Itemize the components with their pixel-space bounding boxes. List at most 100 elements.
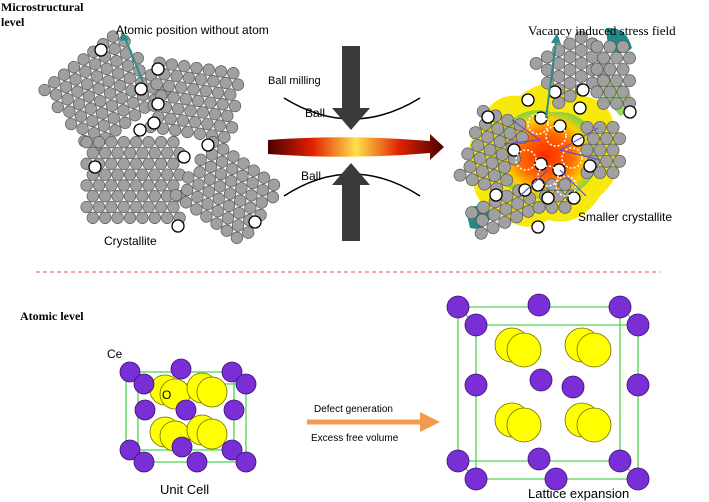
lattice-atom: [99, 211, 112, 224]
lattice-atom: [219, 76, 232, 90]
vacancy-site: [576, 83, 590, 97]
vacancy-site: [171, 219, 185, 233]
lattice-atom: [545, 178, 559, 192]
lattice-atom: [100, 62, 113, 75]
lattice-atom: [111, 211, 124, 224]
lattice-atom: [162, 79, 176, 93]
vacancy-site: [94, 43, 108, 57]
lattice-atom: [48, 76, 61, 89]
smaller-crystallite-label: Smaller crystallite: [578, 210, 672, 224]
lattice-atom: [182, 71, 196, 84]
lattice-atom: [92, 136, 106, 149]
lattice-atom: [600, 154, 613, 168]
lattice-atom: [81, 77, 94, 91]
lattice-atom: [199, 84, 212, 98]
lattice-atom: [499, 202, 513, 216]
lattice-atom: [593, 143, 607, 157]
defect-arrow: [307, 412, 440, 432]
lattice-atom: [485, 156, 499, 170]
lattice-atom: [463, 160, 477, 174]
stress-vectors: [503, 119, 601, 197]
lattice-atom: [142, 136, 155, 149]
lattice-atom: [105, 179, 118, 192]
lattice-atom: [86, 211, 99, 224]
vacancy-site: [507, 143, 521, 157]
vacancy-site: [177, 150, 191, 164]
lattice-atom: [211, 86, 225, 99]
lattice-atom: [606, 166, 620, 180]
lattice-atom: [148, 168, 161, 181]
ball-milling-label: Ball milling: [268, 75, 321, 87]
lattice-atom: [142, 157, 155, 170]
atomic-position-label: Atomic position without atom: [116, 23, 269, 37]
lattice-atom: [461, 147, 475, 161]
lattice-atom: [136, 146, 149, 160]
lattice-atom: [175, 81, 188, 94]
lattice-atom: [154, 179, 168, 192]
lattice-atom: [213, 119, 226, 132]
lattice-atom: [148, 190, 161, 203]
unit-cell: [119, 358, 257, 473]
vacancy-site: [248, 215, 262, 229]
lattice-atom: [123, 190, 137, 203]
lattice-atom: [130, 200, 143, 214]
lattice-atom: [256, 183, 269, 197]
ball-bottom-label: Ball: [301, 169, 321, 183]
lattice-atom: [574, 57, 588, 70]
lattice-atom: [191, 94, 205, 108]
lattice-atom: [154, 136, 168, 149]
lattice-atom: [79, 65, 92, 78]
lattice-atom: [471, 139, 485, 153]
lattice-atom: [563, 63, 577, 77]
vacancy-atoms-left: [88, 43, 262, 233]
smaller-crystallite-clusters: [453, 30, 636, 240]
lattice-atom: [600, 132, 613, 146]
lattice-atom: [117, 200, 130, 214]
vacancy-site: [567, 191, 581, 205]
lattice-atom: [540, 50, 554, 64]
lattice-atom: [558, 200, 572, 214]
lattice-atom: [105, 136, 118, 149]
vacancy-site: [583, 159, 597, 173]
compression-arrow-up: [332, 163, 370, 241]
lattice-atom: [500, 173, 514, 187]
crystallite-label: Crystallite: [104, 234, 157, 248]
lattice-atom: [616, 85, 630, 99]
lattice-atom: [202, 185, 215, 198]
lattice-atom: [106, 30, 120, 43]
lattice-atom: [613, 154, 626, 168]
lattice-atom: [223, 187, 237, 200]
lattice-expansion-label: Lattice expansion: [528, 486, 629, 501]
lattice-atom: [191, 190, 204, 204]
vacancy-site: [151, 62, 165, 76]
lattice-atom: [113, 79, 127, 92]
lattice-atom: [110, 55, 123, 68]
lattice-atom: [597, 96, 610, 110]
lattice-atom: [204, 96, 217, 109]
cerium-atoms-unit-cell: [119, 358, 257, 473]
lattice-atom: [237, 157, 250, 170]
lattice-atom: [580, 143, 594, 157]
lattice-atom: [218, 131, 231, 144]
lattice-atom: [473, 151, 487, 165]
vacancy-site: [133, 123, 147, 137]
lattice-atom: [469, 126, 482, 140]
vacancy-site: [534, 157, 548, 171]
lattice-atom: [194, 153, 207, 166]
lattice-atom: [597, 74, 610, 88]
lattice-atom: [59, 80, 73, 94]
lattice-atom: [61, 93, 74, 106]
lattice-atom: [117, 179, 130, 192]
lattice-atom: [117, 157, 130, 170]
lattice-atom: [69, 73, 82, 86]
lattice-atom: [475, 164, 489, 178]
lattice-atom: [266, 191, 280, 204]
lattice-atom: [123, 146, 137, 160]
lattice-atom: [234, 194, 247, 207]
vacancy-site: [88, 160, 102, 174]
lattice-atom: [515, 131, 529, 145]
lattice-atom: [99, 168, 112, 181]
lattice-atom: [574, 30, 588, 44]
lattice-atom: [590, 62, 604, 76]
vacancy-site: [521, 93, 535, 107]
